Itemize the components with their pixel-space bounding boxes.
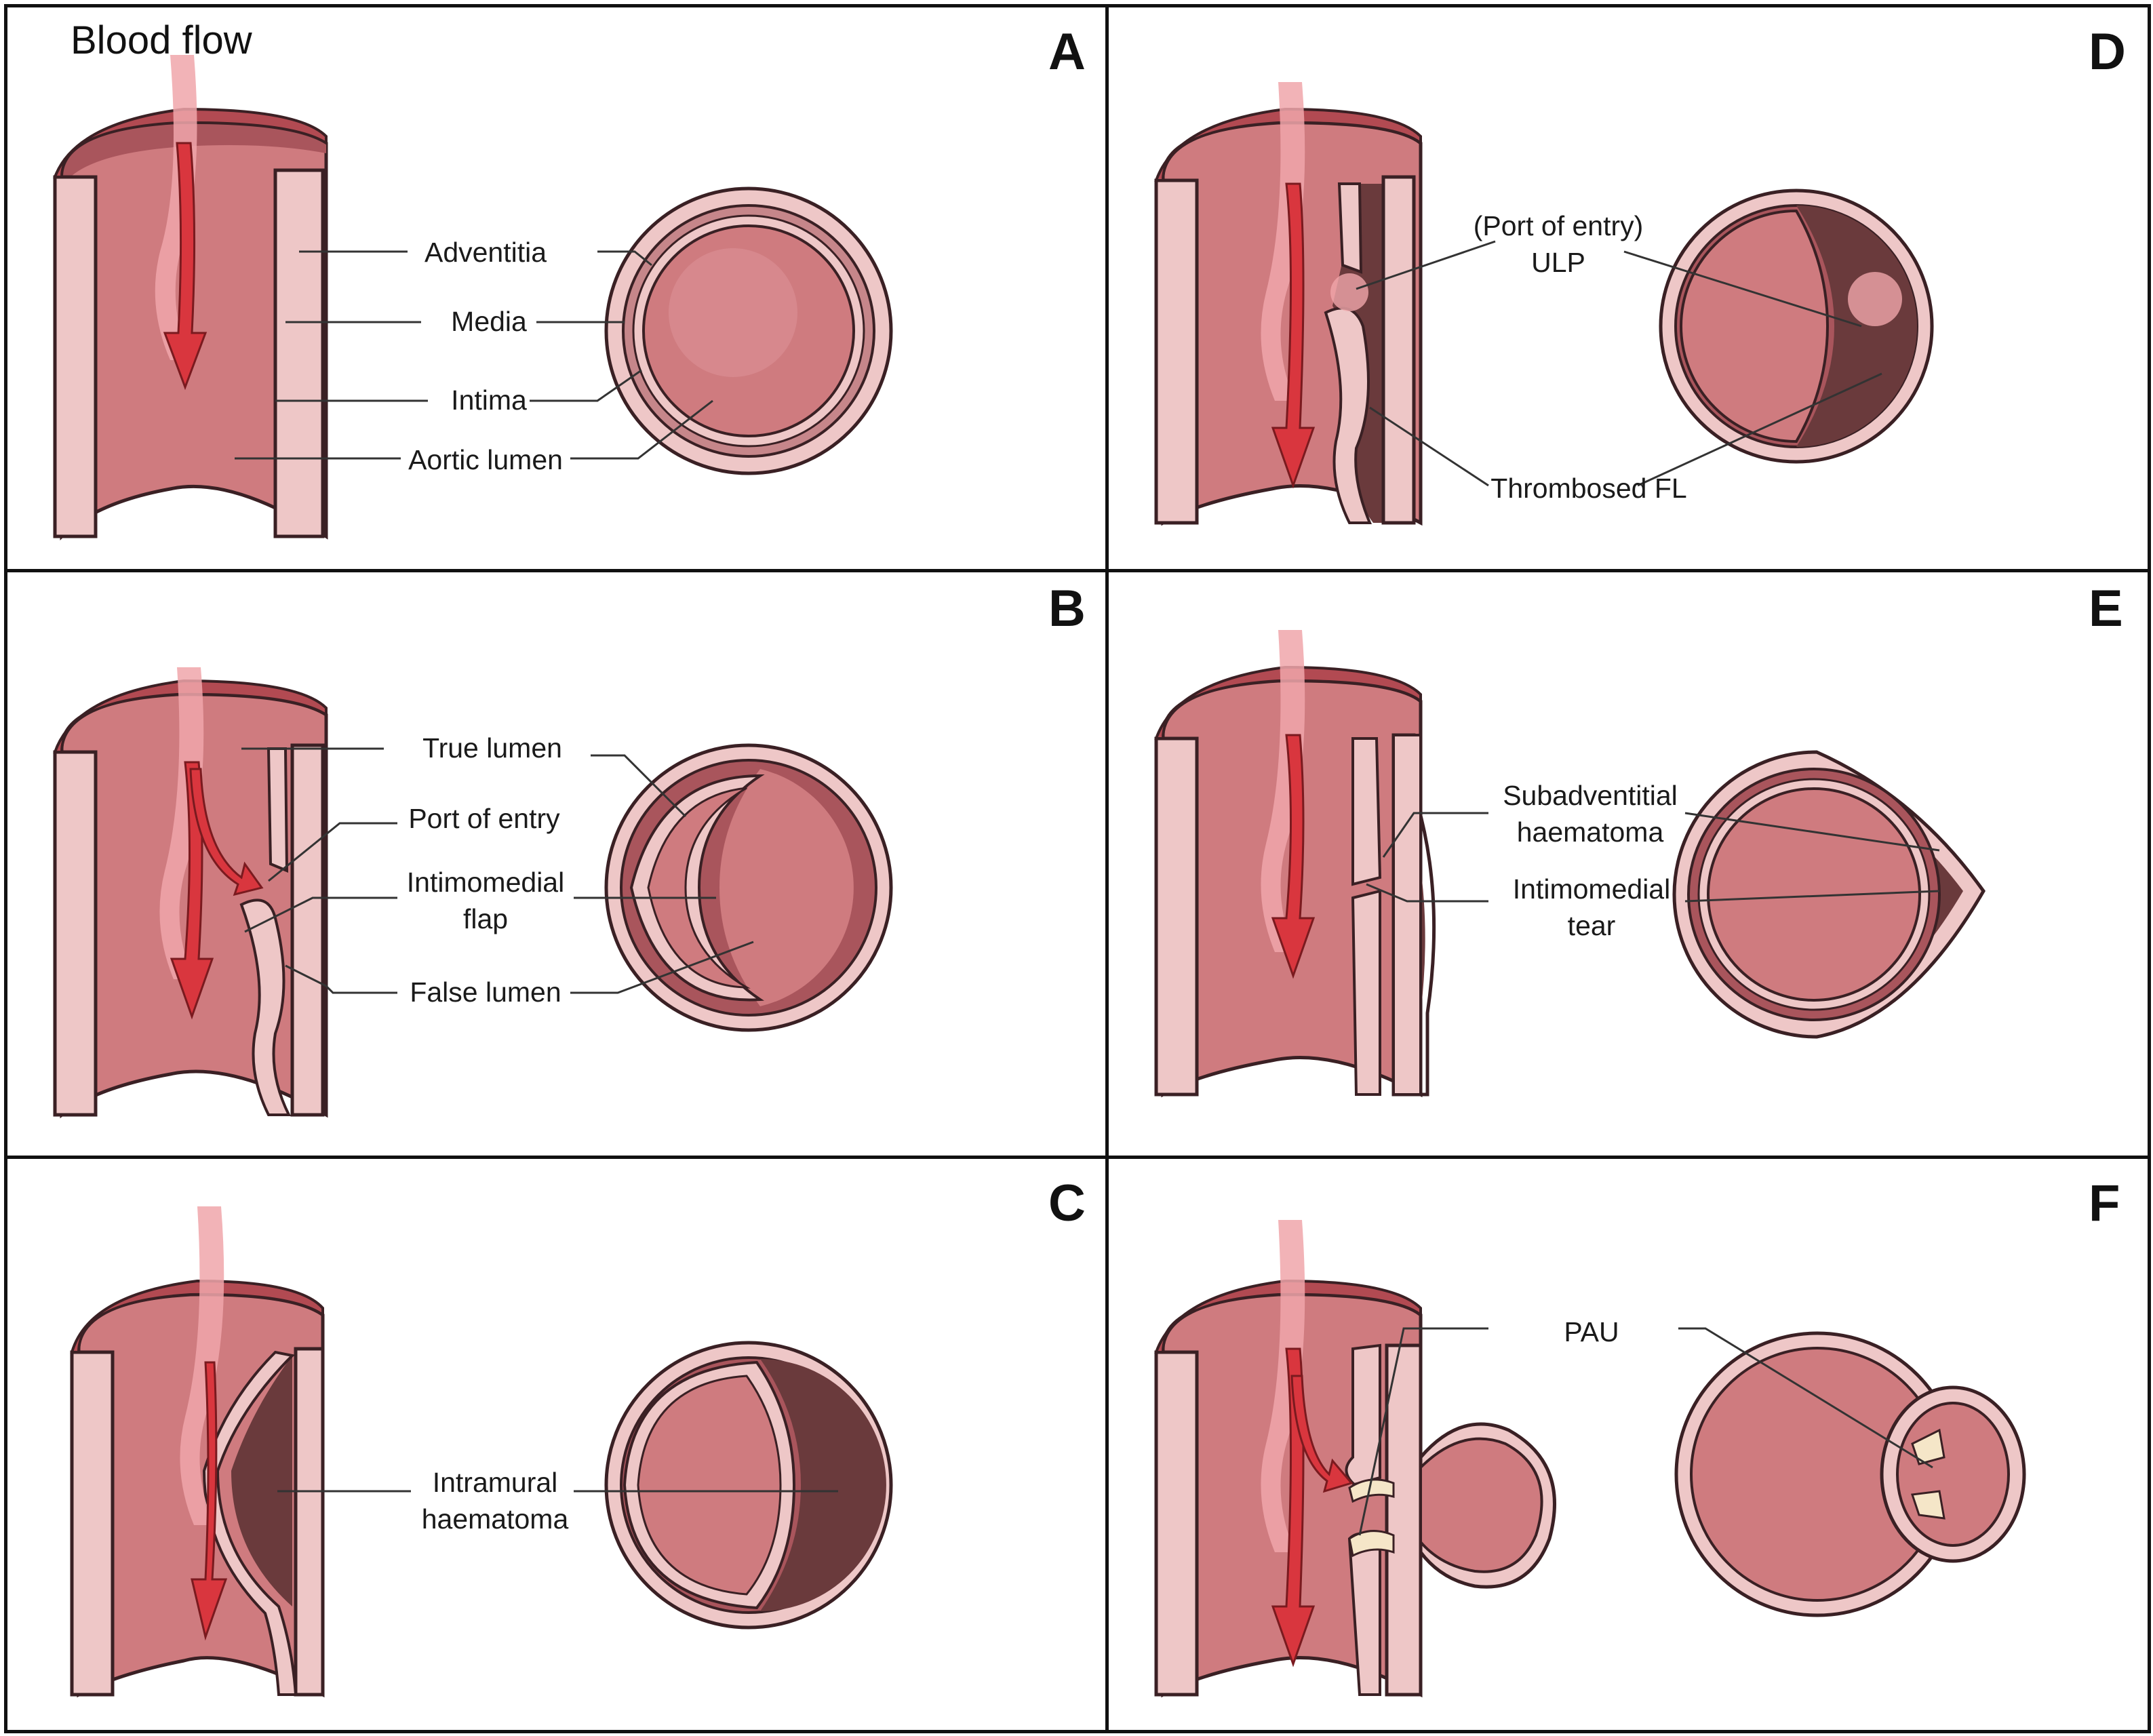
panel-d-letter: D (2089, 23, 2126, 81)
cross-section (1674, 1331, 2026, 1617)
label-intimomedial-tear: Intimomedial tear (1512, 873, 1671, 942)
label-port-of-entry: Port of entry (408, 803, 560, 834)
cross-section (604, 186, 893, 475)
blood-flow-arrow (191, 1361, 228, 1641)
entry-arrow (1290, 1375, 1354, 1493)
label-false-lumen: False lumen (410, 976, 561, 1008)
panel-b-illustration (53, 667, 893, 1119)
leader-lines (1366, 812, 1940, 903)
panel-c-letter: C (1048, 1175, 1086, 1232)
panel-e-intimomedial-tear: E Subadventitial haematoma Intimomedial … (1105, 569, 2151, 1159)
blood-flow-arrow (163, 142, 208, 391)
cross-section (1659, 189, 1934, 464)
cross-section (604, 1341, 893, 1630)
label-intramural-haematoma: Intramural haematoma (421, 1467, 569, 1535)
leader-lines (1356, 240, 1882, 487)
leader-lines (241, 747, 754, 994)
label-media: Media (451, 306, 527, 337)
label-thrombosed-fl: Thrombosed FL (1490, 473, 1687, 504)
panel-f-illustration (1154, 1220, 2026, 1698)
blood-flow-label: Blood flow (71, 18, 252, 62)
panel-a-normal-aorta: A Blood flow Adventitia Media Intima Aor… (4, 4, 1109, 572)
vessel-cutaway (1154, 107, 1423, 526)
panel-e-letter: E (2089, 580, 2123, 637)
panel-f-pau: F PAU (1105, 1156, 2151, 1733)
cross-section (604, 743, 893, 1032)
panel-e-illustration (1154, 630, 1986, 1098)
vessel-cutaway (53, 107, 328, 541)
label-intimomedial-flap: Intimomedial flap (406, 867, 565, 935)
label-intima: Intima (451, 384, 527, 416)
label-true-lumen: True lumen (422, 732, 562, 764)
panel-c-intramural-haematoma: C Intramural haematoma (4, 1156, 1109, 1733)
label-port-of-entry-ulp: (Port of entry) ULP (1473, 210, 1644, 279)
panel-b-dissection: B True lumen Port of entry Intimomedial … (4, 569, 1109, 1159)
panel-b-letter: B (1048, 580, 1086, 637)
panel-f-letter: F (2089, 1175, 2120, 1232)
panel-a-letter: A (1048, 23, 1086, 81)
label-adventitia: Adventitia (424, 237, 547, 268)
panel-c-illustration (70, 1206, 893, 1698)
label-subadventitial-haematoma: Subadventitial haematoma (1503, 780, 1678, 848)
blood-flow-stream (1261, 630, 1305, 952)
blood-flow-stream (1261, 1220, 1305, 1552)
leader-lines (235, 250, 713, 460)
blood-flow-stream (180, 1206, 224, 1525)
cross-section (1672, 750, 1986, 1039)
entry-arrow (189, 768, 264, 896)
panel-d-illustration (1154, 82, 1934, 526)
blood-flow-stream (155, 55, 197, 360)
label-aortic-lumen: Aortic lumen (408, 444, 563, 475)
panel-a-illustration (53, 55, 893, 541)
blood-flow-stream (1261, 82, 1305, 401)
blood-flow-arrow (1271, 734, 1316, 979)
blood-flow-arrow (1271, 182, 1316, 489)
leader-lines (1358, 1327, 1933, 1536)
panel-d-ulp: D (Port of entry) ULP Thrombosed FL (1105, 4, 2151, 572)
vessel-cutaway (1154, 1279, 1556, 1698)
label-pau: PAU (1564, 1316, 1619, 1347)
blood-flow-stream (159, 667, 204, 979)
